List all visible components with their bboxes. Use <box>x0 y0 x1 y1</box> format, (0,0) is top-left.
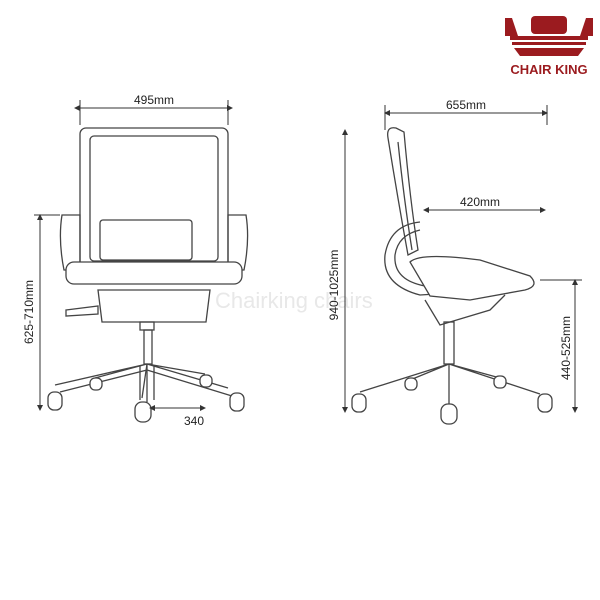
seat-height-dimension: 440-525mm <box>540 279 582 413</box>
seat-depth-dimension: 420mm <box>423 195 546 213</box>
total-height-dimension: 940-1025mm <box>327 129 348 413</box>
base-label: 340 <box>184 414 204 428</box>
chair-king-logo: CHAIR KING <box>505 16 593 77</box>
total-height-label: 940-1025mm <box>327 250 341 321</box>
brand-name: CHAIR KING <box>510 62 587 77</box>
side-view-chair <box>351 127 553 425</box>
depth-dimension: 655mm <box>384 98 548 130</box>
armrest-height-label: 625-710mm <box>22 280 36 344</box>
depth-label: 655mm <box>446 98 486 112</box>
seat-height-label: 440-525mm <box>559 316 573 380</box>
armrest-height-dimension: 625-710mm <box>22 214 60 411</box>
front-width-dimension: 495mm <box>74 93 233 125</box>
watermark: Chairking chairs <box>215 288 373 313</box>
width-label: 495mm <box>134 93 174 107</box>
front-view-chair <box>47 127 249 423</box>
base-dimension: 340 <box>149 405 206 428</box>
seat-depth-label: 420mm <box>460 195 500 209</box>
